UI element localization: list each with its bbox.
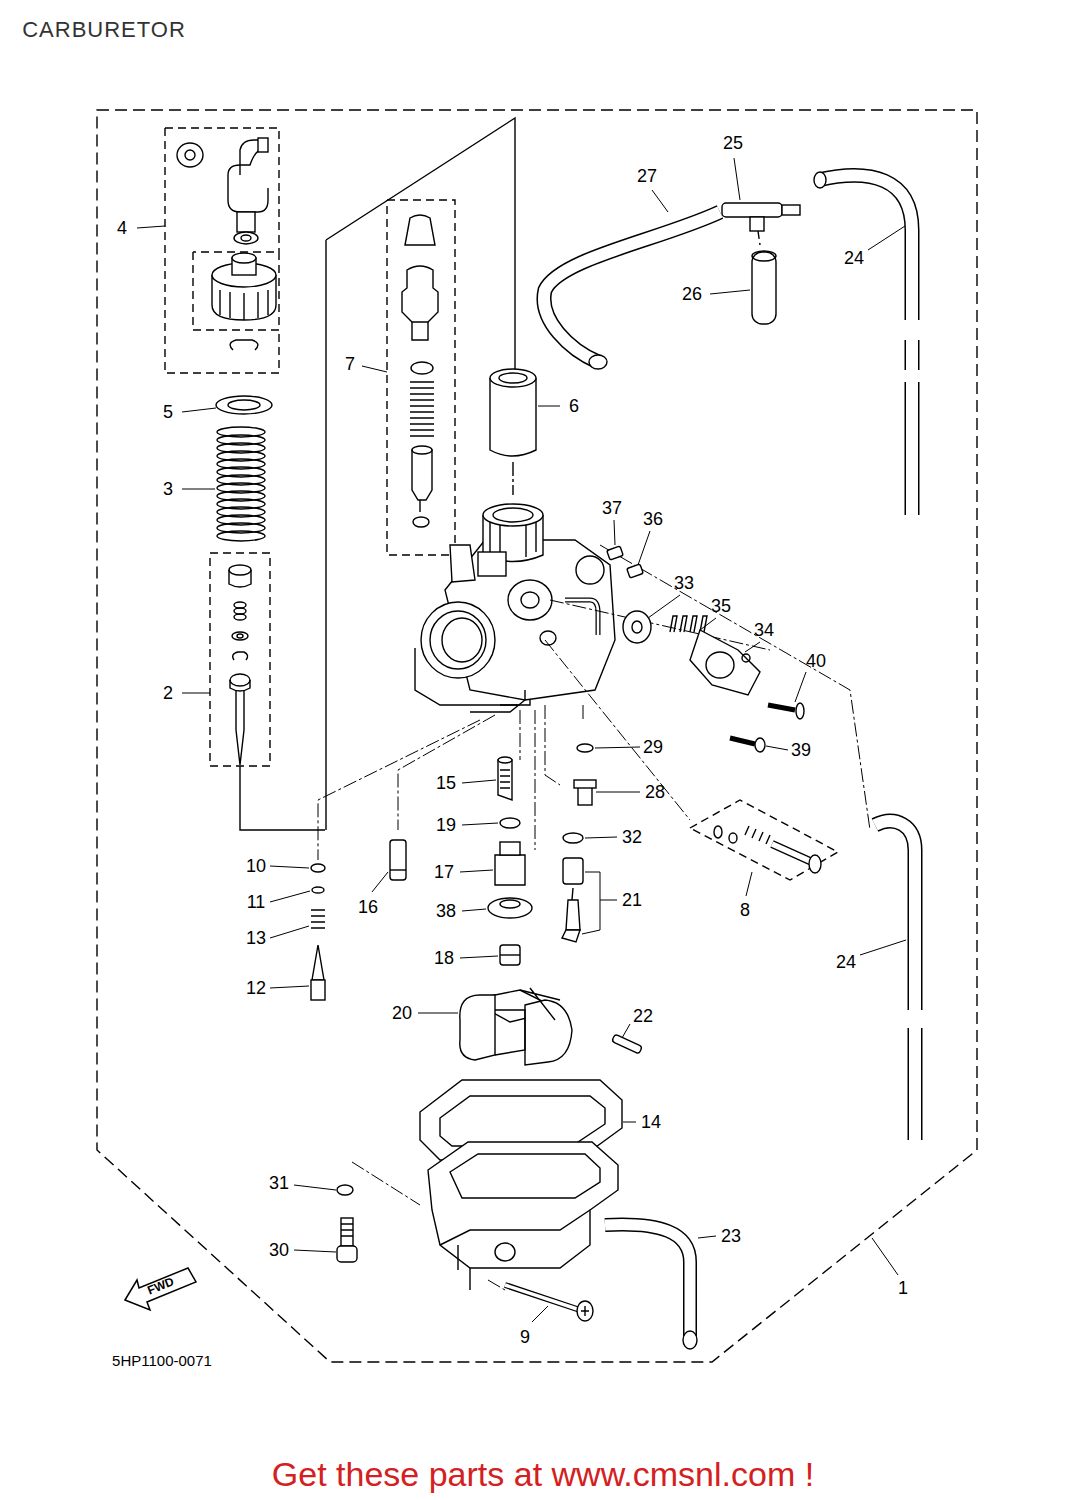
callout-number: 13 (246, 928, 266, 949)
spring (217, 427, 265, 541)
callout-number-box: 38 (436, 901, 456, 922)
callout-number-box: 15 (436, 773, 456, 794)
callout-number: 35 (711, 596, 731, 617)
diagram-title: CARBURETOR (22, 17, 186, 43)
assembly-boundary (97, 110, 977, 1362)
callout-number: 20 (392, 1003, 412, 1024)
caption: Get these parts at www.cmsnl.com ! (272, 1455, 814, 1494)
callout-number-box: 5 (163, 402, 173, 423)
callout-number: 8 (740, 900, 750, 921)
callout-number-box: 1 (898, 1278, 908, 1299)
callout-number: 24 (844, 248, 864, 269)
callout-number-box: 24 (836, 952, 856, 973)
callout-number-box: 3 (163, 479, 173, 500)
callout-number-box: 35 (711, 596, 731, 617)
callout-number: 36 (643, 509, 663, 530)
callout-number-box: 26 (682, 284, 702, 305)
callout-number-box: 17 (434, 862, 454, 883)
callout-number-box: 8 (740, 900, 750, 921)
callout-number: 16 (358, 897, 378, 918)
callout-number: 7 (345, 354, 355, 375)
callout-number-box: 19 (436, 815, 456, 836)
callout-number-box: 6 (569, 396, 579, 417)
callout-number-box: 39 (791, 740, 811, 761)
callout-number: 39 (791, 740, 811, 761)
callout-number-box: 37 (602, 498, 622, 519)
callout-number: 9 (520, 1327, 530, 1348)
callout-number-box: 32 (622, 827, 642, 848)
callout-number-box: 13 (246, 928, 266, 949)
callout-number: 21 (622, 890, 642, 911)
callout-number-box: 10 (246, 856, 266, 877)
callout-number: 19 (436, 815, 456, 836)
callout-number: 5 (163, 402, 173, 423)
callout-number: 25 (723, 133, 743, 154)
callout-number-box: 40 (806, 651, 826, 672)
callout-number-box: 4 (117, 218, 127, 239)
callout-number-box: 34 (754, 620, 774, 641)
callout-number: 32 (622, 827, 642, 848)
callout-number: 26 (682, 284, 702, 305)
callout-number: 6 (569, 396, 579, 417)
callout-number: 3 (163, 479, 173, 500)
callout-number: 2 (163, 683, 173, 704)
callout-number: 40 (806, 651, 826, 672)
forward-arrow (125, 1268, 196, 1310)
callout-number-box: 18 (434, 948, 454, 969)
diagram-code: 5HP1100-0071 (112, 1352, 212, 1369)
callout-number-box: 16 (358, 897, 378, 918)
callout-number: 28 (645, 782, 665, 803)
callout-number: 24 (836, 952, 856, 973)
callout-number: 37 (602, 498, 622, 519)
callout-number-box: 31 (269, 1173, 289, 1194)
callout-number-box: 29 (643, 737, 663, 758)
callout-number-box: 22 (633, 1006, 653, 1027)
callout-number-box: 30 (269, 1240, 289, 1261)
callout-number: 33 (674, 573, 694, 594)
callout-number: 15 (436, 773, 456, 794)
callout-number: 29 (643, 737, 663, 758)
diagram-code-box: 5HP1100-0071 (112, 1352, 212, 1369)
callout-number-box: 23 (721, 1226, 741, 1247)
callout-number: 4 (117, 218, 127, 239)
direction-label: FWD (146, 1274, 177, 1297)
callout-number-box: 2 (163, 683, 173, 704)
float (460, 988, 572, 1065)
callout-number: 31 (269, 1173, 289, 1194)
callout-number: 38 (436, 901, 456, 922)
callout-number: 11 (247, 892, 266, 913)
callout-number: 27 (637, 166, 657, 187)
callout-number-box: 11 (247, 892, 266, 913)
callout-number-box: 9 (520, 1327, 530, 1348)
callout-number-box: 20 (392, 1003, 412, 1024)
callout-number-box: 33 (674, 573, 694, 594)
direction-label-box: FWD (146, 1274, 177, 1297)
callout-number-box: 7 (345, 354, 355, 375)
callout-number-box: 25 (723, 133, 743, 154)
callout-number-box: 27 (637, 166, 657, 187)
diagram-title-box: CARBURETOR (22, 17, 186, 43)
callout-number-box: 14 (641, 1112, 661, 1133)
callout-number: 1 (898, 1278, 908, 1299)
callout-number-box: 21 (622, 890, 642, 911)
callout-number: 18 (434, 948, 454, 969)
callout-number-box: 36 (643, 509, 663, 530)
leader-lines (137, 158, 906, 1322)
callout-number-box: 24 (844, 248, 864, 269)
callout-number-box: 12 (246, 978, 266, 999)
callout-number: 12 (246, 978, 266, 999)
callout-number: 30 (269, 1240, 289, 1261)
callout-number: 22 (633, 1006, 653, 1027)
callout-number: 14 (641, 1112, 661, 1133)
callout-number: 17 (434, 862, 454, 883)
callout-number: 23 (721, 1226, 741, 1247)
float-bowl (428, 1142, 618, 1290)
callout-number: 10 (246, 856, 266, 877)
callout-number-box: 28 (645, 782, 665, 803)
caption-box: Get these parts at www.cmsnl.com ! (272, 1455, 814, 1494)
callout-number: 34 (754, 620, 774, 641)
